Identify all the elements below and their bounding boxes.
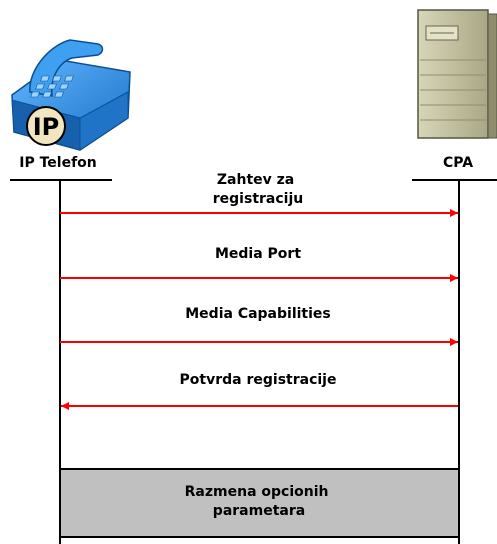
message-label-line: Zahtev za (217, 172, 294, 188)
entity-label-cpa: CPA (443, 155, 473, 171)
message-label: Media Capabilities (185, 306, 331, 322)
message-label: Zahtev za registraciju (213, 172, 303, 207)
message-3: Media Capabilities (60, 306, 458, 346)
message-2: Media Port (60, 246, 458, 282)
phase-box: Razmena opcionih parametara (59, 468, 460, 538)
message-label-line: registraciju (213, 191, 303, 207)
server-tower-icon (417, 9, 497, 139)
phase-box-label-line: parametara (213, 503, 305, 519)
message-label: Potvrda registracije (180, 372, 337, 388)
entity-label-ip-telefon: IP Telefon (19, 155, 97, 171)
message-4: Potvrda registracije (61, 372, 458, 410)
ip-badge-text: IP (33, 113, 60, 141)
message-label: Media Port (215, 246, 301, 262)
phase-box-label: Razmena opcionih parametara (185, 484, 334, 519)
ip-badge: IP (26, 106, 66, 146)
message-1: Zahtev za registraciju (60, 172, 458, 217)
phase-box-label-line: Razmena opcionih (185, 484, 329, 500)
